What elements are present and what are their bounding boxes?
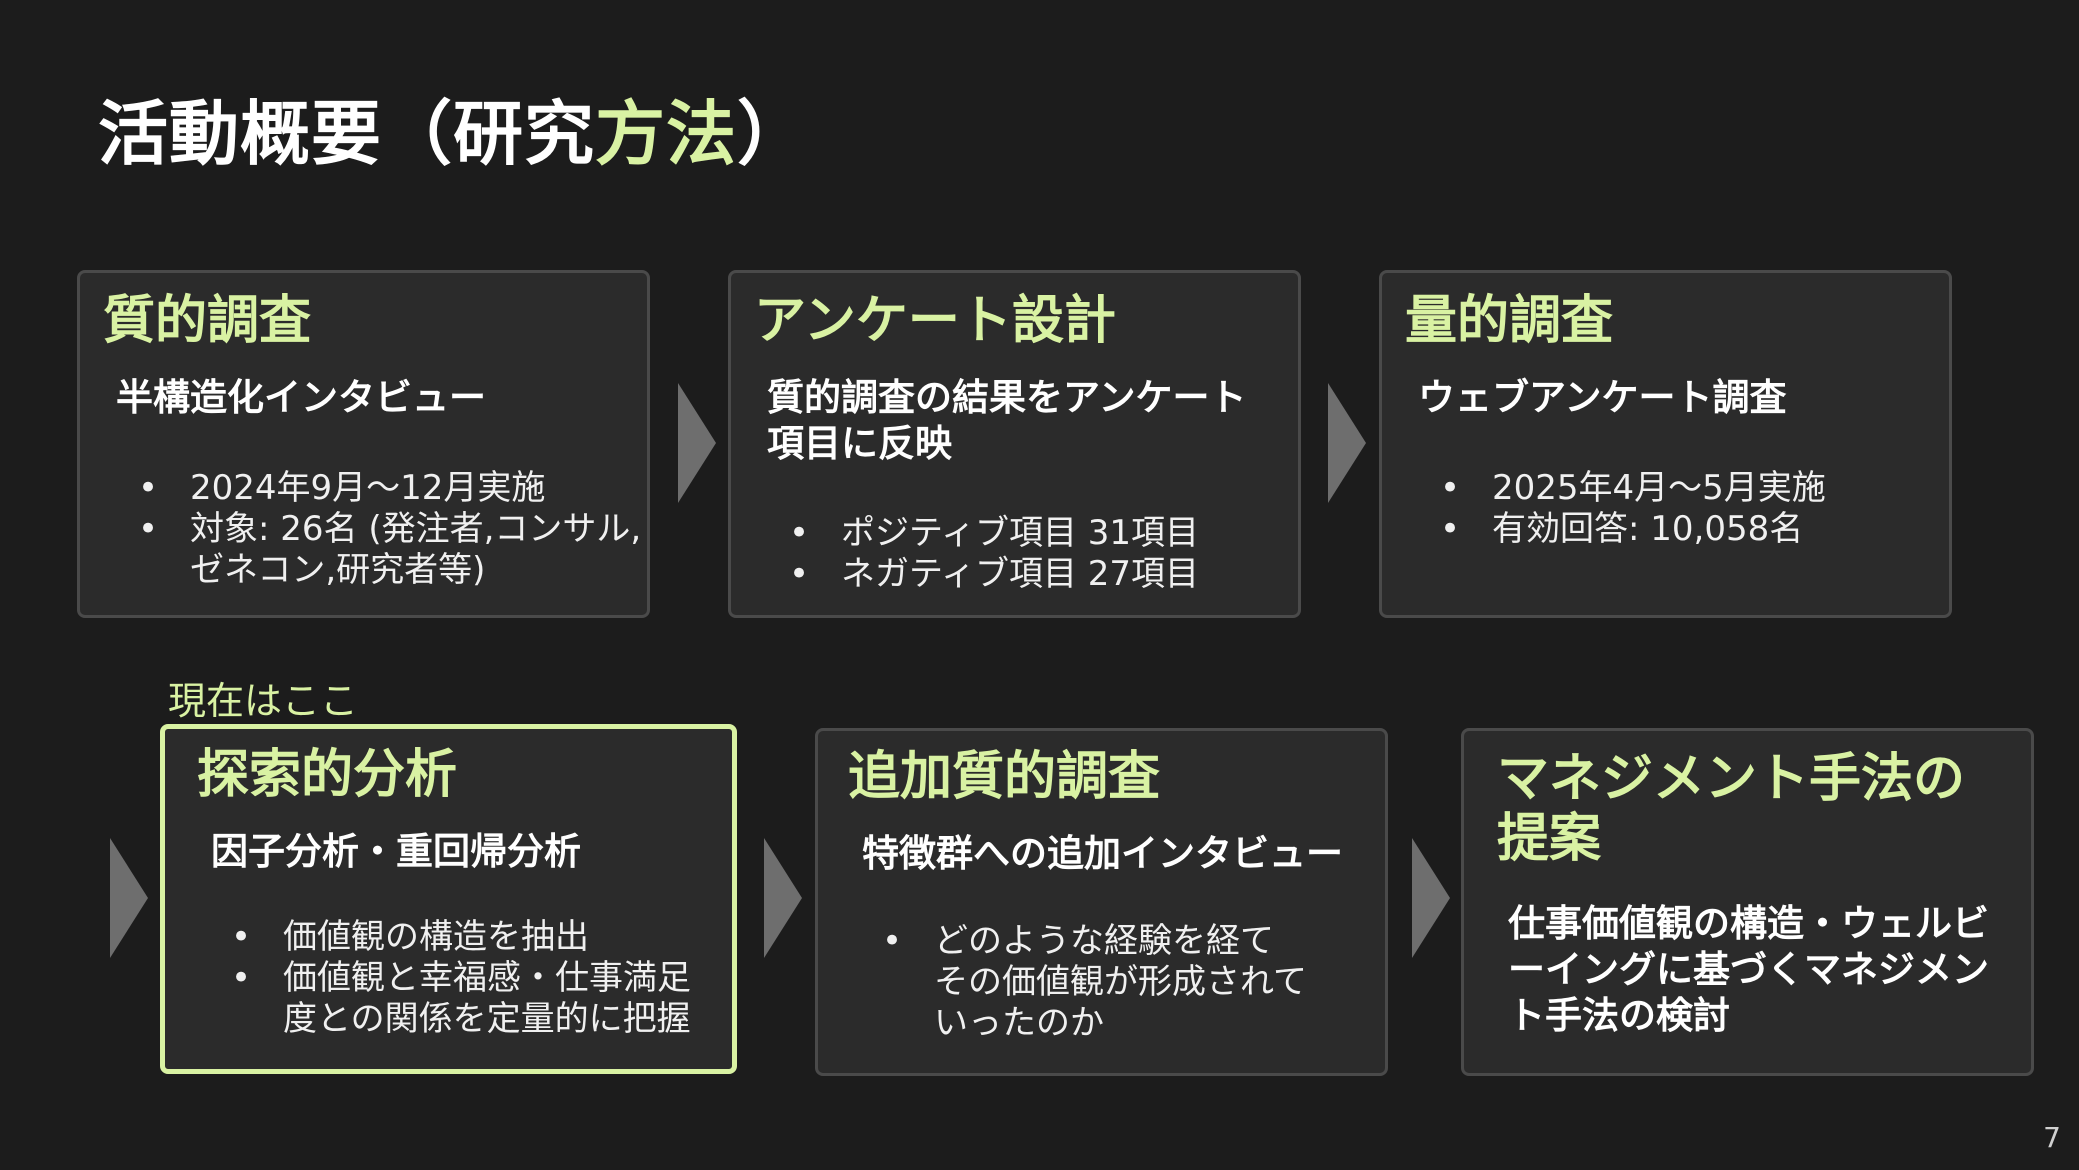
step-heading: 質的調査 [103,291,312,351]
step-bullets: • 価値観の構造を抽出 • 価値観と幸福感・仕事満足 度との関係を定量的に把握 [223,917,691,1040]
bullet-item: • 価値観と幸福感・仕事満足 度との関係を定量的に把握 [223,958,691,1040]
arrow-right-icon [678,383,716,503]
arrow-right-icon [1328,383,1366,503]
title-end: ） [737,93,808,175]
step-subtitle: 質的調査の結果をアンケート 項目に反映 [767,376,1247,465]
title-main: 活動概要（研究 [98,93,595,175]
bullet-text: どのような経験を経て その価値観が形成されて いったのか [934,921,1307,1043]
bullet-item: • 2024年9月～12月実施 [130,468,641,509]
bullet-item: • 対象: 26名 (発注者,コンサル, ゼネコン,研究者等) [130,509,641,591]
bullet-marker: • [788,513,810,553]
bullet-marker: • [137,509,159,549]
bullet-text: ネガティブ項目 27項目 [841,554,1200,594]
step-bullets: • 2025年4月～5月実施 • 有効回答: 10,058名 [1432,468,1826,550]
arrow-right-icon [1412,838,1450,958]
bullet-marker: • [1439,468,1461,508]
bullet-text: 価値観の構造を抽出 [283,917,589,957]
bullet-text: 対象: 26名 (発注者,コンサル, ゼネコン,研究者等) [190,509,642,590]
bullet-item: • 価値観の構造を抽出 [223,917,691,958]
bullet-marker: • [788,554,810,594]
step-subtitle: 半構造化インタビュー [116,376,486,419]
bullet-item: • ネガティブ項目 27項目 [781,554,1199,595]
step-box-additional-qualitative-survey: 追加質的調査 特徴群への追加インタビュー • どのような経験を経て その価値観が形… [815,728,1388,1076]
bullet-text: ポジティブ項目 31項目 [841,513,1200,553]
bullet-marker: • [1439,509,1461,549]
step-subtitle: ウェブアンケート調査 [1418,376,1787,419]
bullet-text: 2024年9月～12月実施 [190,468,546,508]
bullet-item: • 有効回答: 10,058名 [1432,509,1826,550]
bullet-text: 有効回答: 10,058名 [1492,509,1804,549]
bullet-marker: • [230,958,252,998]
step-box-exploratory-analysis: 探索的分析 因子分析・重回帰分析 • 価値観の構造を抽出 • 価値観と幸福感・仕事満… [160,724,737,1074]
bullet-text: 2025年4月～5月実施 [1492,468,1826,508]
slide-title: 活動概要（研究方法） [98,78,808,179]
step-bullets: • 2024年9月～12月実施 • 対象: 26名 (発注者,コンサル, ゼネコン,… [130,468,641,591]
arrow-right-icon [764,838,802,958]
bullet-item: • 2025年4月～5月実施 [1432,468,1826,509]
bullet-text: 価値観と幸福感・仕事満足 度との関係を定量的に把握 [283,958,691,1039]
step-subtitle: 仕事価値観の構造・ウェルビ ーイングに基づくマネジメン ト手法の検討 [1508,902,1989,1037]
current-position-label: 現在はここ [168,679,359,723]
step-heading: 追加質的調査 [848,747,1161,807]
arrow-right-icon [110,838,148,958]
step-heading: 探索的分析 [197,745,458,805]
bullet-item: • ポジティブ項目 31項目 [781,513,1199,554]
title-accent: 方法 [595,93,737,175]
step-bullets: • どのような経験を経て その価値観が形成されて いったのか [874,921,1307,1044]
bullet-marker: • [230,917,252,957]
page-number: 7 [2043,1121,2061,1154]
step-box-survey-design: アンケート設計 質的調査の結果をアンケート 項目に反映 • ポジティブ項目 31項… [728,270,1301,618]
step-box-quantitative-survey: 量的調査 ウェブアンケート調査 • 2025年4月～5月実施 • 有効回答: 10,… [1379,270,1952,618]
bullet-item: • どのような経験を経て その価値観が形成されて いったのか [874,921,1307,1044]
step-heading: 量的調査 [1405,291,1614,351]
step-subtitle: 因子分析・重回帰分析 [211,830,581,873]
step-bullets: • ポジティブ項目 31項目 • ネガティブ項目 27項目 [781,513,1199,595]
step-subtitle: 特徴群への追加インタビュー [862,832,1343,875]
step-box-qualitative-survey: 質的調査 半構造化インタビュー • 2024年9月～12月実施 • 対象: 26名 … [77,270,650,618]
step-heading: マネジメント手法の 提案 [1497,749,1966,869]
step-heading: アンケート設計 [754,291,1116,351]
step-box-management-proposal: マネジメント手法の 提案 仕事価値観の構造・ウェルビ ーイングに基づくマネジメン… [1461,728,2034,1076]
bullet-marker: • [137,468,159,508]
bullet-marker: • [881,921,903,961]
